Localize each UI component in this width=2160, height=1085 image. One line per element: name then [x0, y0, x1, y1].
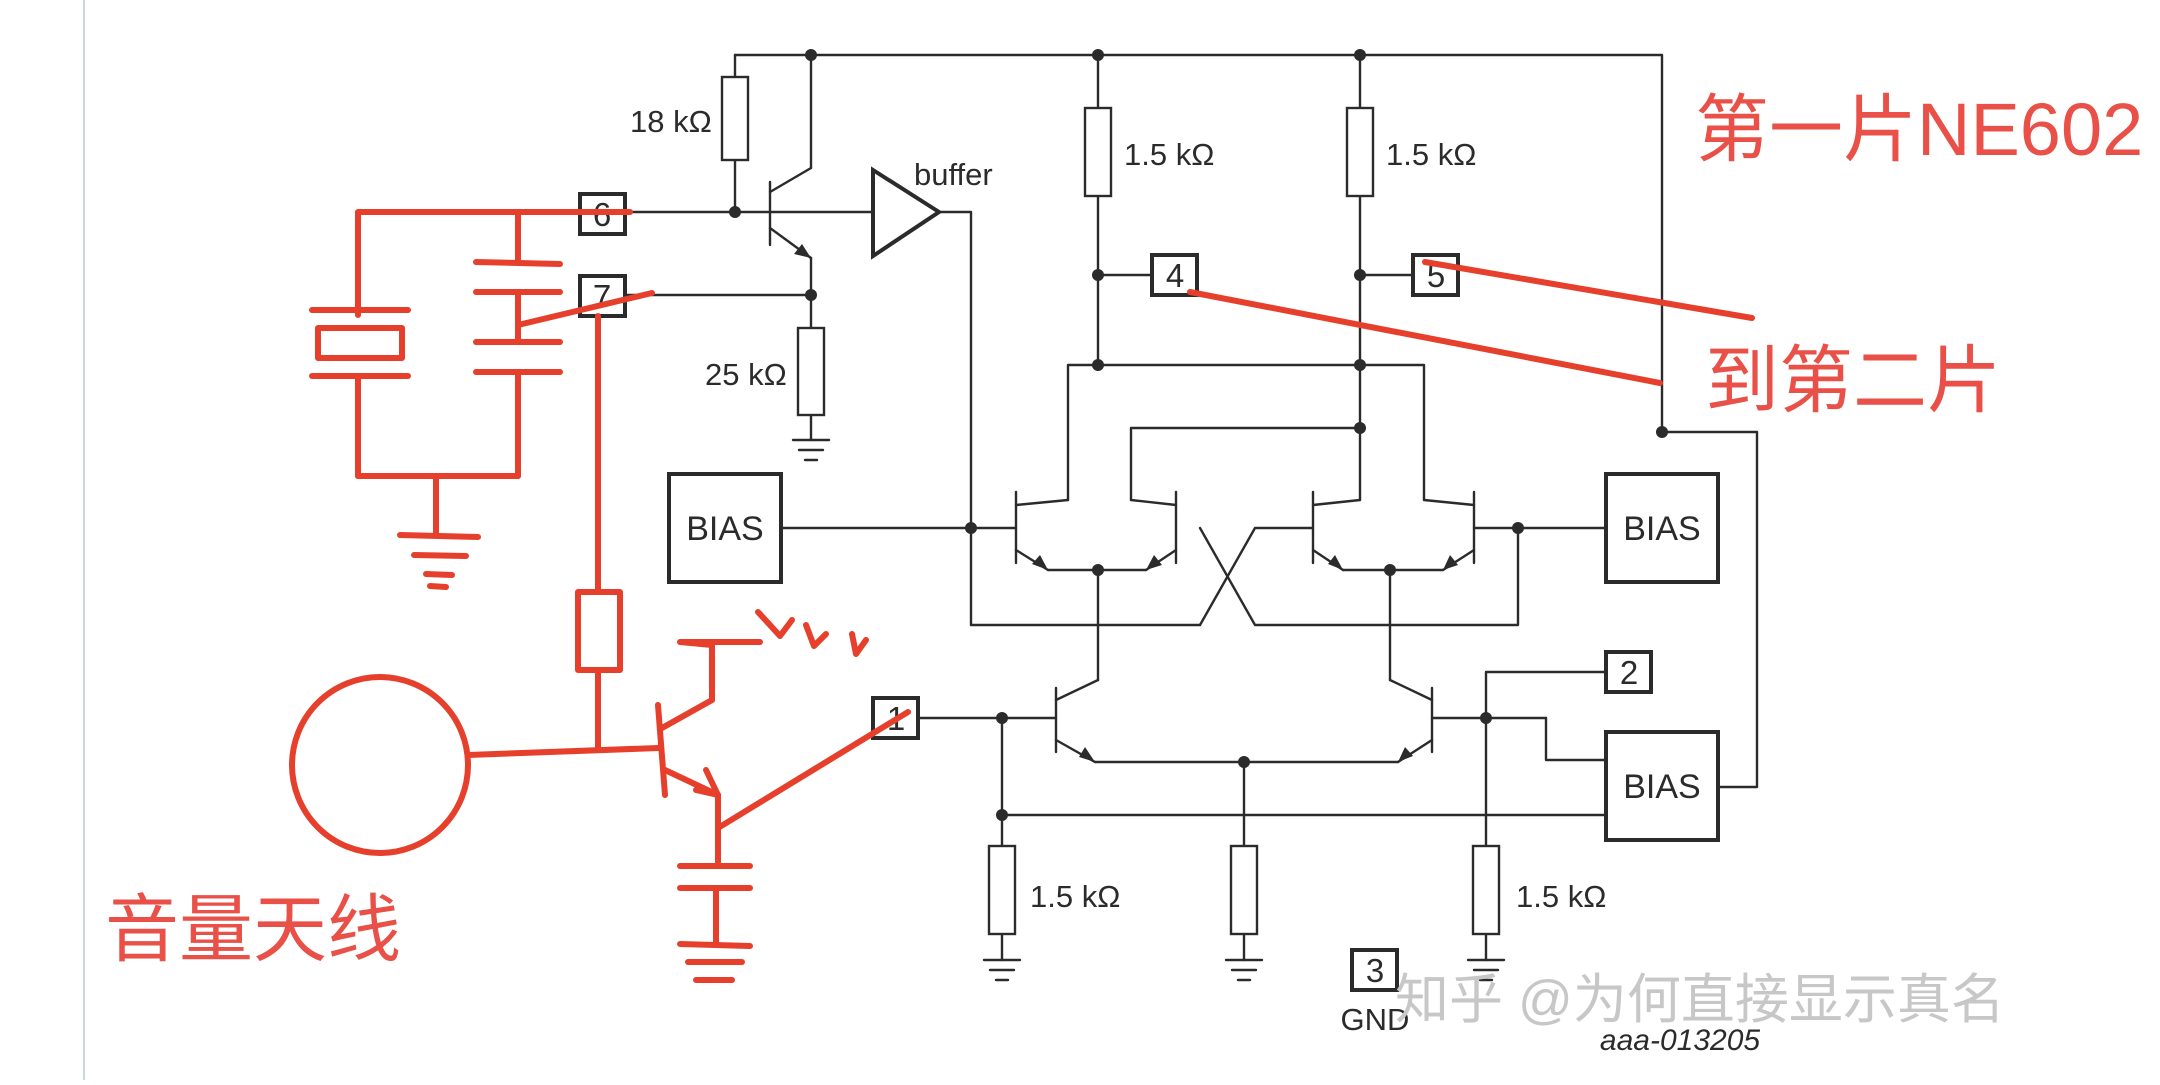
- circuit-wires: [625, 53, 1759, 962]
- bias-block-bottom-label: BIAS: [1623, 768, 1700, 806]
- chip-title-annotation: 第一片NE602: [1695, 88, 2143, 171]
- bias-block-right-label: BIAS: [1623, 510, 1700, 548]
- to-second-chip-annotation: 到第二片: [1705, 339, 2001, 422]
- bias-block-right: [1604, 472, 1720, 584]
- ground-symbols: [982, 958, 1506, 982]
- resistor-25k-label: 25 kΩ: [705, 357, 787, 392]
- pin-boxes: [578, 192, 1653, 992]
- bias-block-left-label: BIAS: [686, 510, 763, 548]
- zhihu-watermark: 知乎 @为何直接显示真名: [1395, 970, 2005, 1030]
- resistor-18k-label: 18 kΩ: [630, 104, 712, 139]
- pin-3: 3: [1366, 952, 1384, 989]
- volume-antenna-annotation: 音量天线: [105, 888, 401, 971]
- red-annotation-strokes: [289, 209, 1755, 983]
- buffer-symbol: [871, 166, 943, 260]
- pin-2: 2: [1620, 654, 1638, 691]
- gnd-label: GND: [1341, 1002, 1410, 1037]
- pin-4: 4: [1166, 257, 1184, 294]
- junction-dots: [729, 49, 1668, 821]
- resistor-bottom-right-label: 1.5 kΩ: [1516, 879, 1606, 914]
- figure-code: aaa-013205: [1600, 1024, 1760, 1057]
- buffer-label: buffer: [914, 157, 993, 192]
- resistor-bodies: [720, 75, 1501, 936]
- resistor-top-right-label: 1.5 kΩ: [1386, 137, 1476, 172]
- emitter-arrows: [794, 244, 1458, 762]
- resistor-bottom-left-label: 1.5 kΩ: [1030, 879, 1120, 914]
- bias-block-bottom: [1604, 730, 1720, 842]
- bias-block-left: [667, 472, 783, 584]
- resistor-top-left-label: 1.5 kΩ: [1124, 137, 1214, 172]
